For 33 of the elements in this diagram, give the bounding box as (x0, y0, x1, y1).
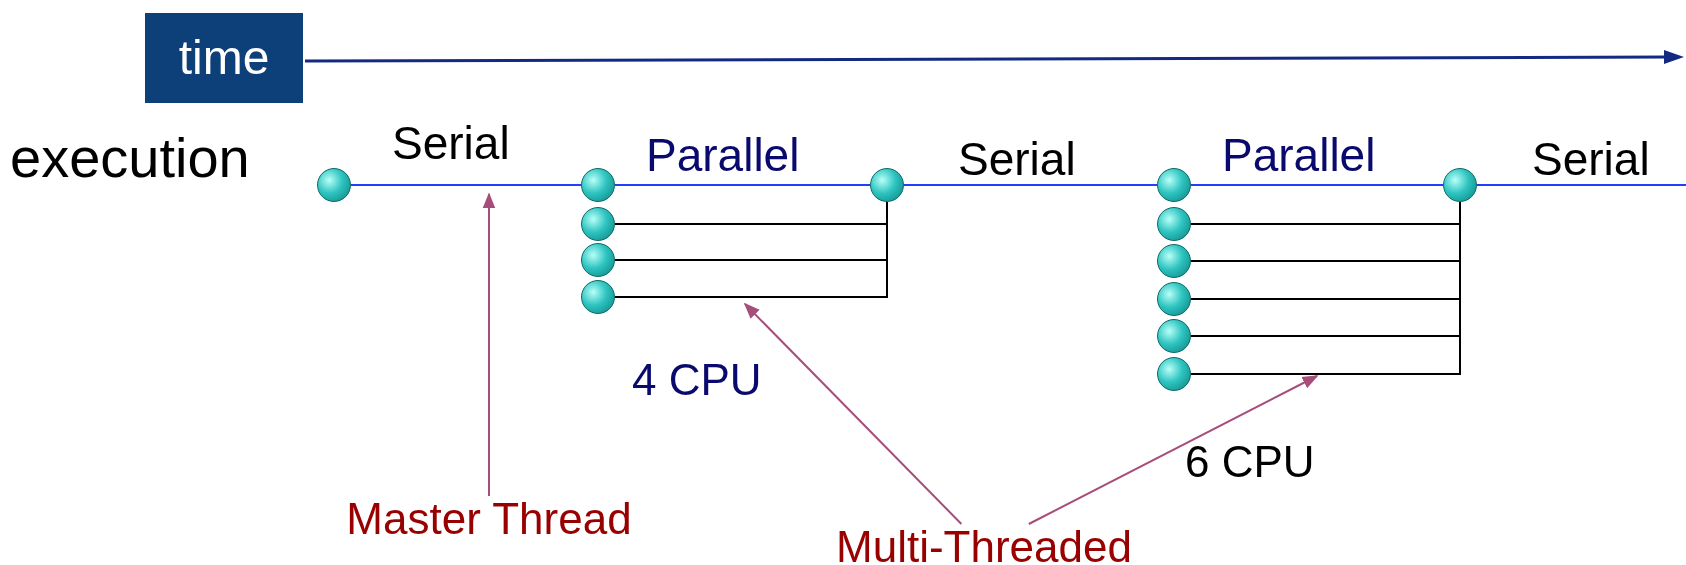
time-box: time (145, 13, 303, 103)
thread-node (870, 168, 904, 202)
segment-label: Serial (392, 120, 510, 166)
callout-text: Multi-Threaded (800, 524, 1168, 565)
thread-node (581, 207, 615, 241)
segment-label: Serial (1532, 136, 1650, 182)
callout-text: Master Thread (312, 496, 666, 542)
leader-line (482, 192, 496, 497)
thread-line (1476, 184, 1686, 186)
cpu-count-label: 6 CPU (1185, 440, 1315, 484)
thread-node (1157, 357, 1191, 391)
row-label: execution (10, 130, 250, 186)
thread-node (317, 168, 351, 202)
thread-node (1157, 319, 1191, 353)
thread-node (1157, 282, 1191, 316)
thread-node (581, 243, 615, 277)
thread-line (350, 184, 582, 186)
thread-line (1190, 184, 1444, 186)
thread-node (1157, 207, 1191, 241)
thread-node (1157, 168, 1191, 202)
thread-line (903, 184, 1158, 186)
segment-label: Serial (958, 136, 1076, 182)
cpu-count-label: 4 CPU (632, 358, 762, 402)
leader-line (1027, 375, 1319, 525)
thread-line (614, 184, 871, 186)
thread-node (1443, 168, 1477, 202)
leader-line (743, 302, 963, 525)
thread-line (614, 201, 888, 298)
segment-label: Parallel (1222, 132, 1376, 178)
segment-label: Parallel (646, 132, 800, 178)
thread-node (1157, 244, 1191, 278)
thread-node (581, 280, 615, 314)
thread-node (581, 168, 615, 202)
